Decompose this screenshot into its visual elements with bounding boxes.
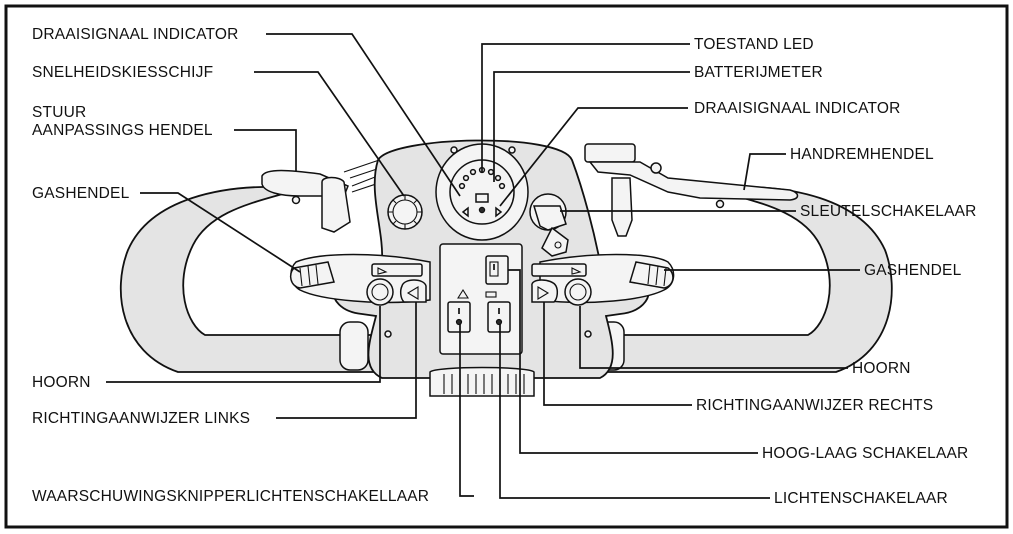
status-led — [478, 206, 486, 214]
key-switch — [529, 193, 569, 257]
label-hoorn-left: HOORN — [32, 374, 91, 391]
label-lichtenschakelaar: LICHTENSCHAKELAAR — [774, 490, 948, 507]
leader-stuur-aanpassings — [234, 129, 297, 172]
label-richtingaanwijzer-rechts: RICHTINGAANWIJZER RECHTS — [696, 397, 933, 414]
label-richtingaanwijzer-links: RICHTINGAANWIJZER LINKS — [32, 410, 250, 427]
right-turn-indicator — [495, 206, 503, 218]
leader-lichtenschakelaar — [499, 324, 770, 499]
left-label-plate — [371, 263, 423, 277]
leader-handremhendel — [743, 153, 786, 191]
left-grip-end — [339, 321, 369, 371]
label-hoorn-right: HOORN — [852, 360, 911, 377]
leader-gashendel-left — [140, 192, 301, 273]
label-draaisignaal-indicator-right: DRAAISIGNAAL INDICATOR — [694, 100, 901, 117]
label-aanpassings-hendel: AANPASSINGS HENDEL — [32, 122, 213, 139]
high-low-switch — [485, 255, 509, 285]
callout-labels: DRAAISIGNAAL INDICATOR SNELHEIDSKIESSCHI… — [32, 26, 977, 507]
leader-snelheidskiesschijf — [254, 71, 405, 197]
label-gashendel-right: GASHENDEL — [864, 262, 962, 279]
leader-waarschuwingsknipper — [459, 324, 474, 497]
brake-lever — [584, 143, 799, 237]
switch-panel — [439, 243, 523, 355]
leader-batterijmeter — [493, 71, 690, 182]
label-hoog-laag-schakelaar: HOOG-LAAG SCHAKELAAR — [762, 445, 968, 462]
label-gashendel-left: GASHENDEL — [32, 185, 130, 202]
right-label-plate — [531, 263, 587, 277]
screw-bottom-right — [584, 330, 592, 338]
diagram-frame — [4, 4, 1009, 529]
left-turn-signal-button — [399, 279, 427, 303]
leader-draaisignaal-left — [266, 33, 461, 197]
battery-icon — [475, 193, 489, 203]
screw-top-right — [508, 146, 516, 154]
leader-toestand-led — [481, 43, 690, 172]
leader-richtingaanwijzer-links — [276, 302, 417, 419]
leader-lines — [106, 33, 860, 499]
label-handremhendel: HANDREMHENDEL — [790, 146, 934, 163]
bottom-vent — [429, 366, 535, 397]
leader-hoorn-left — [106, 306, 381, 383]
label-sleutelschakelaar: SLEUTELSCHAKELAAR — [800, 203, 977, 220]
label-batterijmeter: BATTERIJMETER — [694, 64, 823, 81]
left-horn-button — [366, 278, 394, 306]
speed-dial — [387, 194, 423, 230]
right-horn-button — [564, 278, 592, 306]
screw-top-left — [450, 146, 458, 154]
tiller-adjustment-lever — [261, 157, 389, 233]
label-waarschuwingsknipperlichtenschakellaar: WAARSCHUWINGSKNIPPERLICHTENSCHAKELLAAR — [32, 488, 429, 505]
leader-hoorn-right — [579, 306, 848, 369]
hazard-switch — [447, 288, 471, 333]
right-throttle-lever — [629, 261, 674, 289]
tiller-illustration — [119, 139, 893, 397]
label-snelheidskiesschijf: SNELHEIDSKIESSCHIJF — [32, 64, 213, 81]
label-stuur: STUUR — [32, 104, 86, 121]
lights-switch — [485, 291, 511, 333]
battery-meter-dots — [458, 166, 506, 190]
label-toestand-led: TOESTAND LED — [694, 36, 814, 53]
screw-bottom-left — [384, 330, 392, 338]
leader-hoog-laag — [508, 269, 758, 454]
left-turn-indicator — [461, 206, 469, 218]
leader-richtingaanwijzer-rechts — [543, 302, 692, 406]
leader-draaisignaal-right — [499, 107, 688, 207]
label-draaisignaal-indicator-left: DRAAISIGNAAL INDICATOR — [32, 26, 239, 43]
